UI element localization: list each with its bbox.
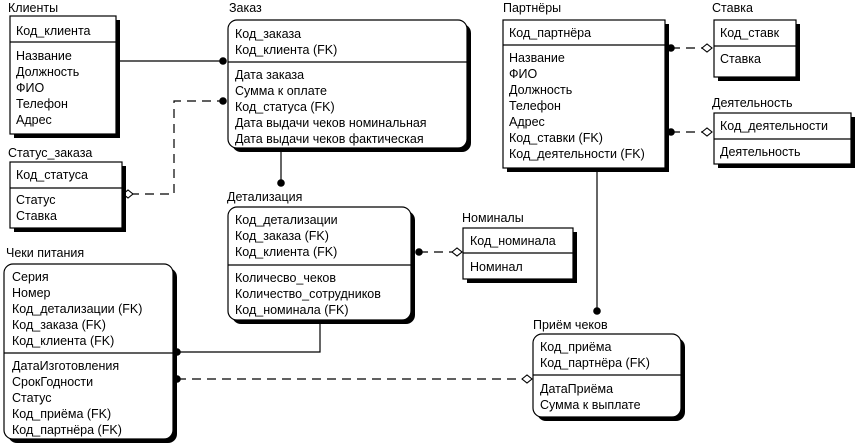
rel-clients-order-many-dot xyxy=(219,57,227,65)
entity-order[interactable]: Заказ Код_заказа Код_клиента (FK) Дата з… xyxy=(227,1,471,152)
entity-title: Номиналы xyxy=(462,211,524,225)
entity-activity[interactable]: Деятельность Код_деятельности Деятельнос… xyxy=(712,96,855,168)
attr-field: Название xyxy=(16,49,72,63)
attr-field: Количество_сотрудников xyxy=(235,287,381,301)
rel-detail-checks xyxy=(177,322,321,353)
entity-title: Заказ xyxy=(229,1,262,15)
attr-field: СрокГодности xyxy=(12,375,93,389)
pk-field: Код_клиента (FK) xyxy=(235,43,337,57)
attr-field: Ставка xyxy=(720,52,761,66)
attr-field: Номинал xyxy=(470,260,523,274)
pk-field: Код_заказа (FK) xyxy=(12,318,106,332)
attr-field: Код_приёма (FK) xyxy=(12,407,111,421)
pk-field: Код_партнёра (FK) xyxy=(540,356,650,370)
pk-field: Код_номинала xyxy=(470,234,556,248)
rel-partner-activity-diamond xyxy=(701,127,713,137)
entity-title: Партнёры xyxy=(503,1,561,15)
pk-field: Код_клиента xyxy=(16,24,91,38)
rel-nominal-detail-diamond xyxy=(451,247,463,257)
pk-field: Код_ставк xyxy=(720,26,780,40)
entity-title: Деятельность xyxy=(712,96,792,110)
entity-title: Чеки питания xyxy=(6,246,84,260)
attr-field: Телефон xyxy=(509,99,561,113)
entity-nominals[interactable]: Номиналы Код_номинала Номинал xyxy=(462,211,577,283)
attr-field: Код_статуса (FK) xyxy=(235,100,335,114)
entity-title: Приём чеков xyxy=(533,318,608,332)
attr-field: Статус xyxy=(12,391,52,405)
entity-order-status[interactable]: Статус_заказа Код_статуса Статус Ставка xyxy=(8,146,126,232)
rel-nominal-detail-many-dot xyxy=(415,248,423,256)
attr-field: Статус xyxy=(16,193,56,207)
entity-check-receipt[interactable]: Приём чеков Код_приёма Код_партнёра (FK)… xyxy=(532,318,685,421)
pk-field: Код_деятельности xyxy=(720,119,828,133)
pk-field: Серия xyxy=(12,270,49,284)
entity-rate[interactable]: Ставка Код_ставк Ставка xyxy=(712,1,800,81)
pk-field: Код_заказа xyxy=(235,27,301,41)
rel-status-order xyxy=(130,100,223,195)
attr-field: Дата выдачи чеков фактическая xyxy=(235,132,424,146)
attr-field: Код_ставки (FK) xyxy=(509,131,603,145)
entity-partners[interactable]: Партнёры Код_партнёра Название ФИО Должн… xyxy=(502,1,669,172)
entity-clients[interactable]: Клиенты Код_клиента Название Должность Ф… xyxy=(8,1,120,138)
entity-title: Клиенты xyxy=(8,1,58,15)
pk-field: Код_приёма xyxy=(540,340,611,354)
pk-field: Код_клиента (FK) xyxy=(12,334,114,348)
entity-title: Ставка xyxy=(712,1,753,15)
pk-field: Код_статуса xyxy=(16,168,88,182)
attr-field: Адрес xyxy=(16,113,52,127)
attr-field: Код_партнёра (FK) xyxy=(12,423,122,437)
attr-field: Деятельность xyxy=(720,145,800,159)
entity-title: Статус_заказа xyxy=(8,146,92,160)
entity-meal-checks[interactable]: Чеки питания Серия Номер Код_детализации… xyxy=(3,246,177,443)
attr-field: Сумма к выплате xyxy=(540,398,641,412)
rel-partner-rate-many-dot xyxy=(667,44,675,52)
attr-field: ФИО xyxy=(16,81,44,95)
rel-status-order-many-dot xyxy=(219,97,227,105)
rel-partner-receipt-many-dot xyxy=(593,307,601,315)
attr-field: Код_деятельности (FK) xyxy=(509,147,645,161)
rel-receipt-checks-diamond xyxy=(521,374,533,384)
attr-field: Должность xyxy=(509,83,572,97)
rel-partner-activity-many-dot xyxy=(667,128,675,136)
attr-field: Название xyxy=(509,51,565,65)
attr-field: ФИО xyxy=(509,67,537,81)
pk-field: Код_детализации (FK) xyxy=(12,302,142,316)
attr-field: Должность xyxy=(16,65,79,79)
attr-field: ДатаПриёма xyxy=(540,382,613,396)
rel-order-detail-many-dot xyxy=(277,179,285,187)
attr-field: Ставка xyxy=(16,209,57,223)
pk-field: Номер xyxy=(12,286,51,300)
attr-field: Телефон xyxy=(16,97,68,111)
attr-field: Дата заказа xyxy=(235,68,304,82)
attr-field: ДатаИзготовления xyxy=(12,359,119,373)
pk-field: Код_заказа (FK) xyxy=(235,229,329,243)
pk-field: Код_детализации xyxy=(235,213,338,227)
pk-field: Код_партнёра xyxy=(509,26,591,40)
entity-title: Детализация xyxy=(227,190,302,204)
attr-field: Количесво_чеков xyxy=(235,271,336,285)
entity-detail[interactable]: Детализация Код_детализации Код_заказа (… xyxy=(227,190,415,324)
attr-field: Адрес xyxy=(509,115,545,129)
attr-field: Сумма к оплате xyxy=(235,84,327,98)
attr-field: Код_номинала (FK) xyxy=(235,303,349,317)
pk-field: Код_клиента (FK) xyxy=(235,245,337,259)
attr-field: Дата выдачи чеков номинальная xyxy=(235,116,427,130)
rel-partner-rate-diamond xyxy=(701,43,713,53)
